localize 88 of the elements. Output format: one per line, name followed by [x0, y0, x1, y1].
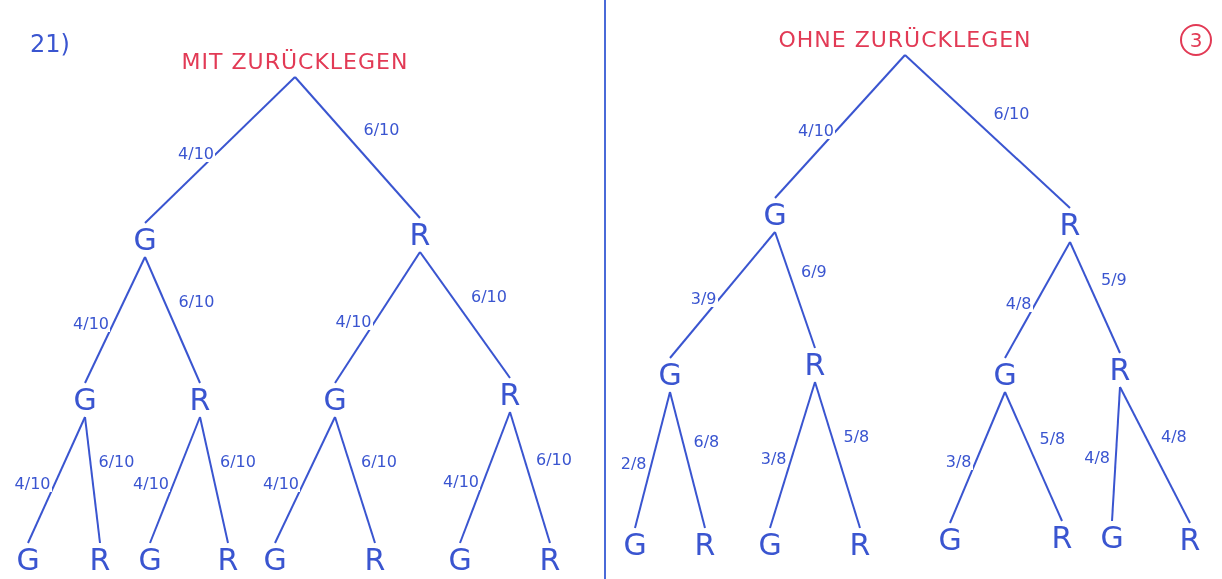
probability-label: 3/9 [689, 291, 718, 307]
branch-line [1119, 386, 1191, 524]
outcome-letter: G [655, 358, 685, 392]
outcome-letter: R [1055, 208, 1085, 242]
outcome-letter: G [620, 528, 650, 562]
branch-line [459, 411, 511, 544]
probability-label: 2/8 [619, 456, 648, 472]
probability-label: 5/8 [842, 429, 871, 445]
branch-line [769, 381, 816, 529]
probability-label: 6/10 [535, 451, 573, 468]
probability-label: 6/9 [800, 264, 828, 280]
branch-line [419, 251, 511, 379]
probability-label: 4/8 [1083, 450, 1111, 466]
branch-line [814, 381, 861, 529]
probability-label: 6/10 [360, 454, 398, 470]
probability-label: 6/10 [177, 294, 216, 310]
branch-line [774, 231, 816, 349]
outcome-letter: G [1097, 521, 1127, 555]
branch-line [199, 416, 229, 544]
probability-label: 4/10 [797, 122, 835, 139]
outcome-letter: R [690, 528, 720, 562]
outcome-letter: G [130, 223, 160, 257]
outcome-letter: R [495, 378, 525, 412]
branch-line [1069, 241, 1121, 354]
branch-line [669, 391, 706, 529]
branch-line [634, 391, 671, 529]
branch-line [334, 251, 421, 384]
branch-line [1004, 241, 1071, 359]
probability-label: 4/10 [13, 476, 52, 492]
probability-label: 6/10 [97, 454, 136, 470]
branch-line [144, 256, 201, 384]
branch-line [149, 416, 201, 544]
probability-label: 4/10 [334, 313, 373, 330]
outcome-letter: R [535, 543, 565, 577]
branch-line [334, 416, 376, 544]
task-number: 21) [30, 30, 70, 58]
branch-line [904, 54, 1071, 209]
branch-line [774, 54, 906, 199]
probability-label: 6/8 [692, 434, 721, 450]
probability-label: 6/10 [470, 289, 508, 305]
branch-line [144, 76, 296, 224]
probability-label: 6/10 [992, 105, 1031, 122]
probability-label: 3/8 [944, 453, 973, 470]
outcome-letter: R [85, 543, 115, 577]
probability-label: 5/9 [1100, 271, 1128, 288]
outcome-letter: G [760, 198, 790, 232]
probability-label: 5/8 [1038, 430, 1067, 447]
branch-line [27, 416, 86, 544]
outcome-letter: G [320, 383, 350, 417]
outcome-letter: R [845, 528, 875, 562]
probability-label: 4/10 [262, 476, 300, 492]
branch-line [294, 76, 421, 219]
branch-line [509, 411, 551, 544]
outcome-letter: R [405, 218, 435, 252]
outcome-letter: G [135, 543, 165, 577]
probability-label: 4/10 [72, 316, 110, 332]
probability-label: 4/10 [442, 473, 480, 490]
outcome-letter: G [935, 523, 965, 557]
tree-title: MIT ZURÜCKLEGEN [145, 47, 445, 77]
outcome-letter: G [260, 543, 290, 577]
outcome-letter: G [990, 358, 1020, 392]
branch-line [669, 231, 776, 359]
branch-line [84, 256, 146, 384]
probability-label: 4/8 [1160, 429, 1188, 445]
branch-line [274, 416, 336, 544]
outcome-letter: R [213, 543, 243, 577]
probability-label: 6/10 [219, 454, 257, 470]
outcome-letter: R [360, 543, 390, 577]
tree-title: OHNE ZURÜCKLEGEN [745, 25, 1065, 55]
outcome-letter: R [1105, 353, 1135, 387]
branch-line [1004, 391, 1063, 522]
circled-number: 3 [1180, 24, 1212, 56]
outcome-letter: R [800, 348, 830, 382]
outcome-letter: R [1175, 523, 1205, 557]
branch-line [1111, 386, 1121, 522]
outcome-letter: R [185, 383, 215, 417]
probability-label: 4/8 [1004, 296, 1033, 312]
outcome-letter: G [755, 528, 785, 562]
probability-label: 3/8 [759, 451, 788, 467]
outcome-letter: R [1047, 521, 1077, 555]
branch-line [949, 391, 1006, 524]
probability-label: 6/10 [362, 121, 401, 138]
probability-label: 4/10 [177, 146, 215, 162]
probability-label: 4/10 [132, 476, 170, 492]
branch-line [84, 416, 101, 544]
outcome-letter: G [445, 543, 475, 577]
outcome-letter: G [13, 543, 43, 577]
outcome-letter: G [70, 383, 100, 417]
